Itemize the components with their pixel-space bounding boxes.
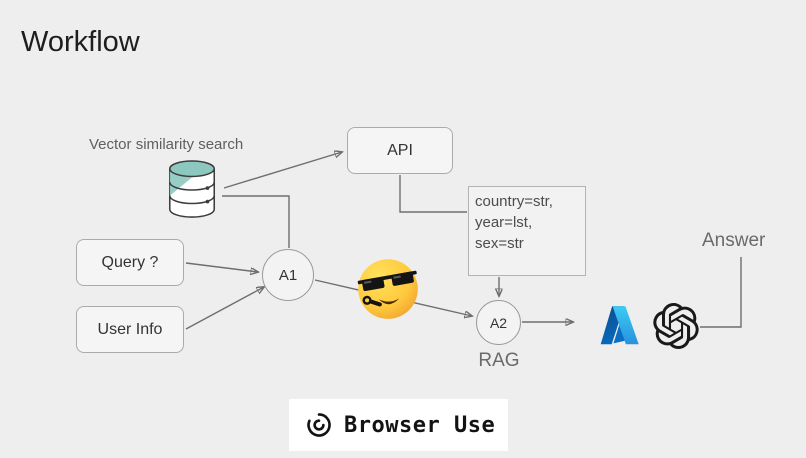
api-node-label: API	[387, 141, 413, 159]
connector-userinfo-to-a1	[185, 287, 264, 330]
sunglasses-emoji-icon	[351, 251, 425, 330]
query-node: Query ?	[76, 239, 184, 286]
connector-openai-to-answer	[700, 257, 742, 328]
answer-label: Answer	[702, 230, 766, 251]
agent1-node-label: A1	[278, 266, 298, 284]
rag-label: RAG	[478, 350, 520, 371]
param-line-year: year=lst,	[475, 214, 533, 231]
connector-api-to-params	[399, 175, 467, 213]
params-box: country=str, year=lst, sex=str	[468, 186, 586, 276]
param-line-country: country=str,	[475, 193, 553, 210]
vector-similarity-label: Vector similarity search	[89, 136, 244, 153]
agent2-node: A2	[476, 300, 521, 345]
agent1-node: A1	[262, 249, 314, 301]
query-node-label: Query ?	[101, 253, 159, 271]
user-info-node-label: User Info	[97, 320, 163, 338]
api-node: API	[347, 127, 453, 174]
connector-db-to-a1	[222, 195, 290, 248]
browser-use-logo-icon	[305, 411, 333, 439]
openai-logo-icon	[653, 303, 699, 354]
browser-use-badge: Browser Use	[289, 399, 508, 451]
connector-db-to-api	[223, 152, 342, 189]
browser-use-wordmark: Browser Use	[344, 412, 496, 438]
agent2-node-label: A2	[489, 314, 508, 331]
connector-query-to-a1	[185, 262, 258, 272]
user-info-node: User Info	[76, 306, 184, 353]
database-icon	[163, 156, 221, 229]
param-line-sex: sex=str	[475, 235, 524, 252]
page-title: Workflow	[21, 26, 140, 58]
azure-logo-icon	[597, 302, 641, 353]
